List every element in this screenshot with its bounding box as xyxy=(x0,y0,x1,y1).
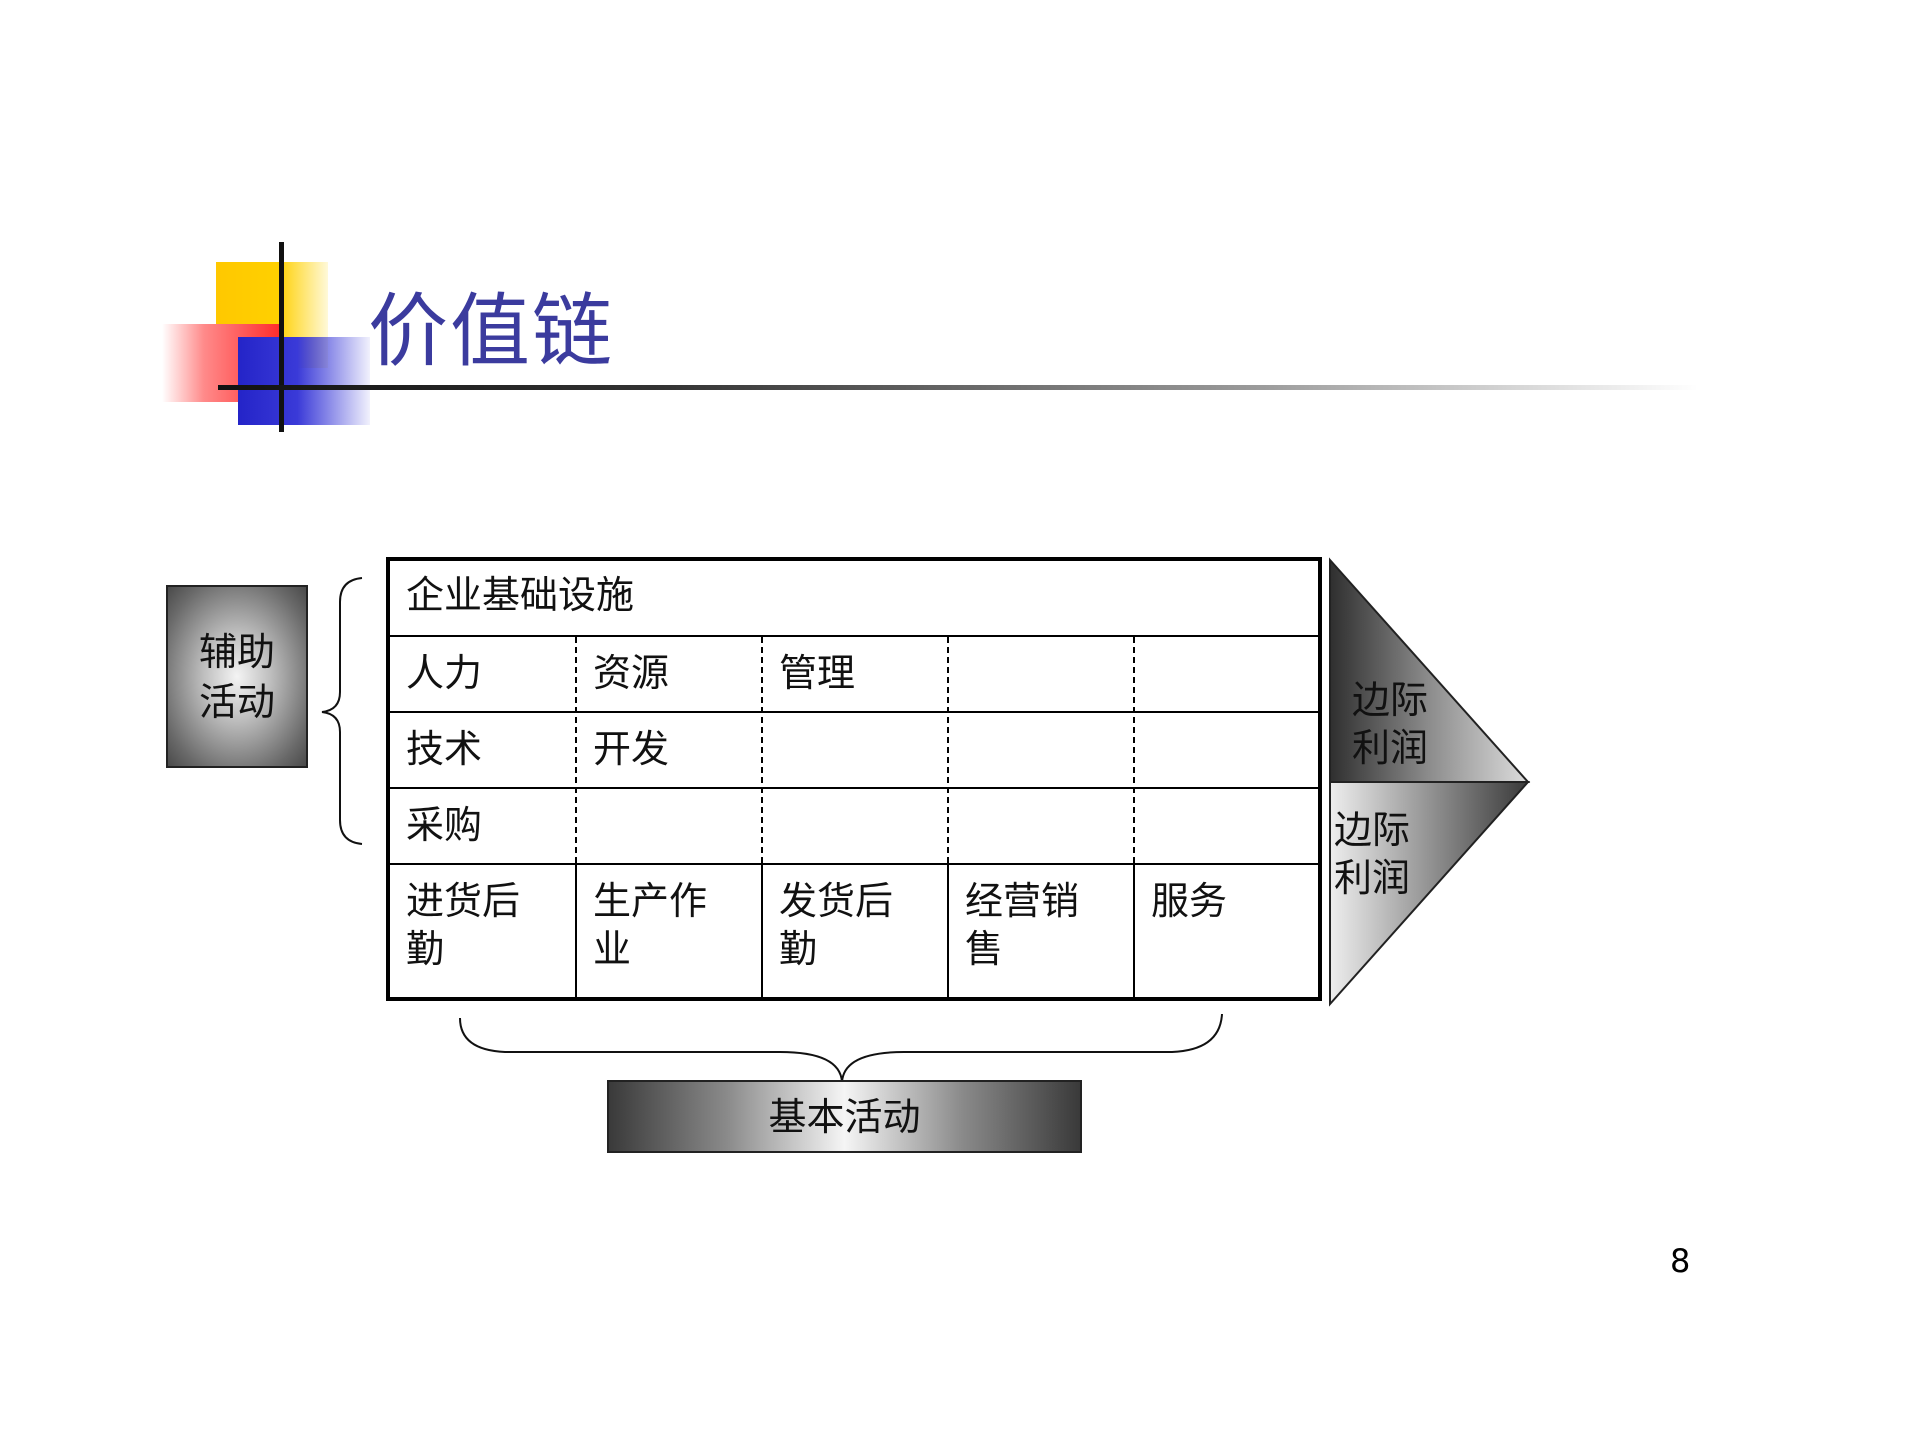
primary-activities-label: 基本活动 xyxy=(768,1094,921,1139)
support-cell xyxy=(1135,637,1318,711)
row-divider xyxy=(390,787,1318,789)
primary-brace xyxy=(459,1013,1223,1083)
title-underline xyxy=(218,385,1698,390)
primary-cell: 经营销售 xyxy=(965,879,1080,971)
support-cell xyxy=(949,789,1133,863)
support-activities-label: 辅助活动 xyxy=(198,629,275,724)
support-cell: 技术 xyxy=(406,727,483,771)
primary-cell: 服务 xyxy=(1151,879,1228,923)
column-divider-solid xyxy=(1133,865,1135,997)
support-cell xyxy=(763,713,947,787)
primary-cell: 进货后勤 xyxy=(406,879,521,971)
margin-label-lower: 边际利润 xyxy=(1334,808,1411,900)
primary-cell: 发货后勤 xyxy=(779,879,894,971)
column-divider-solid xyxy=(947,865,949,997)
support-cell-infrastructure: 企业基础设施 xyxy=(406,573,635,617)
primary-cell: 生产作业 xyxy=(593,879,708,971)
support-cell xyxy=(1135,789,1318,863)
support-cell: 管理 xyxy=(779,651,856,695)
title-deco-blue-square xyxy=(238,337,370,425)
column-divider-dashed xyxy=(1133,637,1135,863)
column-divider-solid xyxy=(761,865,763,997)
support-cell: 资源 xyxy=(593,651,670,695)
support-cell xyxy=(1135,713,1318,787)
support-cell xyxy=(949,637,1133,711)
page-title: 价值链 xyxy=(368,285,614,378)
title-deco-vertical-line xyxy=(279,242,284,432)
column-divider-dashed xyxy=(947,637,949,863)
support-cell xyxy=(577,789,761,863)
value-chain-table: 企业基础设施 人力 资源 管理 技术 开发 采购 进货后勤 生产作业 发货后勤 … xyxy=(386,557,1322,1001)
row-divider xyxy=(390,863,1318,865)
primary-activities-box: 基本活动 xyxy=(607,1080,1082,1153)
support-cell xyxy=(763,789,947,863)
page-number: 8 xyxy=(1670,1242,1691,1280)
support-cell: 采购 xyxy=(406,803,483,847)
support-brace xyxy=(321,577,363,845)
row-divider xyxy=(390,635,1318,637)
support-cell: 人力 xyxy=(406,651,483,695)
column-divider-dashed xyxy=(761,637,763,863)
support-cell: 开发 xyxy=(593,727,670,771)
row-divider xyxy=(390,711,1318,713)
support-cell xyxy=(949,713,1133,787)
margin-arrow-lower xyxy=(1329,781,1531,1007)
support-activities-box: 辅助活动 xyxy=(166,585,308,768)
column-divider-dashed xyxy=(575,637,577,863)
margin-label-upper: 边际利润 xyxy=(1352,678,1429,770)
column-divider-solid xyxy=(575,865,577,997)
